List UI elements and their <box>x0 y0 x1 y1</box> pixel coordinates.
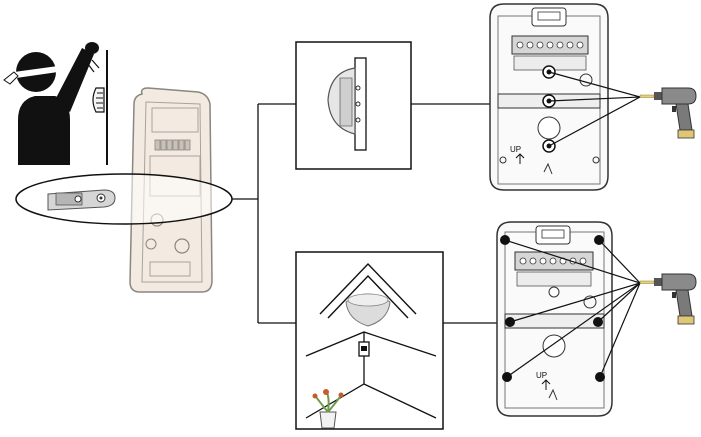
drill-icon <box>639 273 697 325</box>
magnifier-ellipse-icon <box>15 173 233 225</box>
rear-housing-top: UP <box>489 3 609 191</box>
connector-lines <box>232 103 497 324</box>
plant-icon <box>312 389 344 429</box>
installer-figure-icon <box>3 42 108 165</box>
lower-up-label: UP <box>536 371 547 380</box>
inset-corner-view <box>295 251 444 430</box>
drill-pointer-lines-top <box>548 71 641 147</box>
rear-up-label: UP <box>510 145 521 154</box>
drill-icon <box>639 87 697 139</box>
drill-pointer-lines-bottom <box>504 239 641 378</box>
rear-housing-bottom: UP <box>496 221 613 417</box>
inset-side-view <box>295 41 412 170</box>
